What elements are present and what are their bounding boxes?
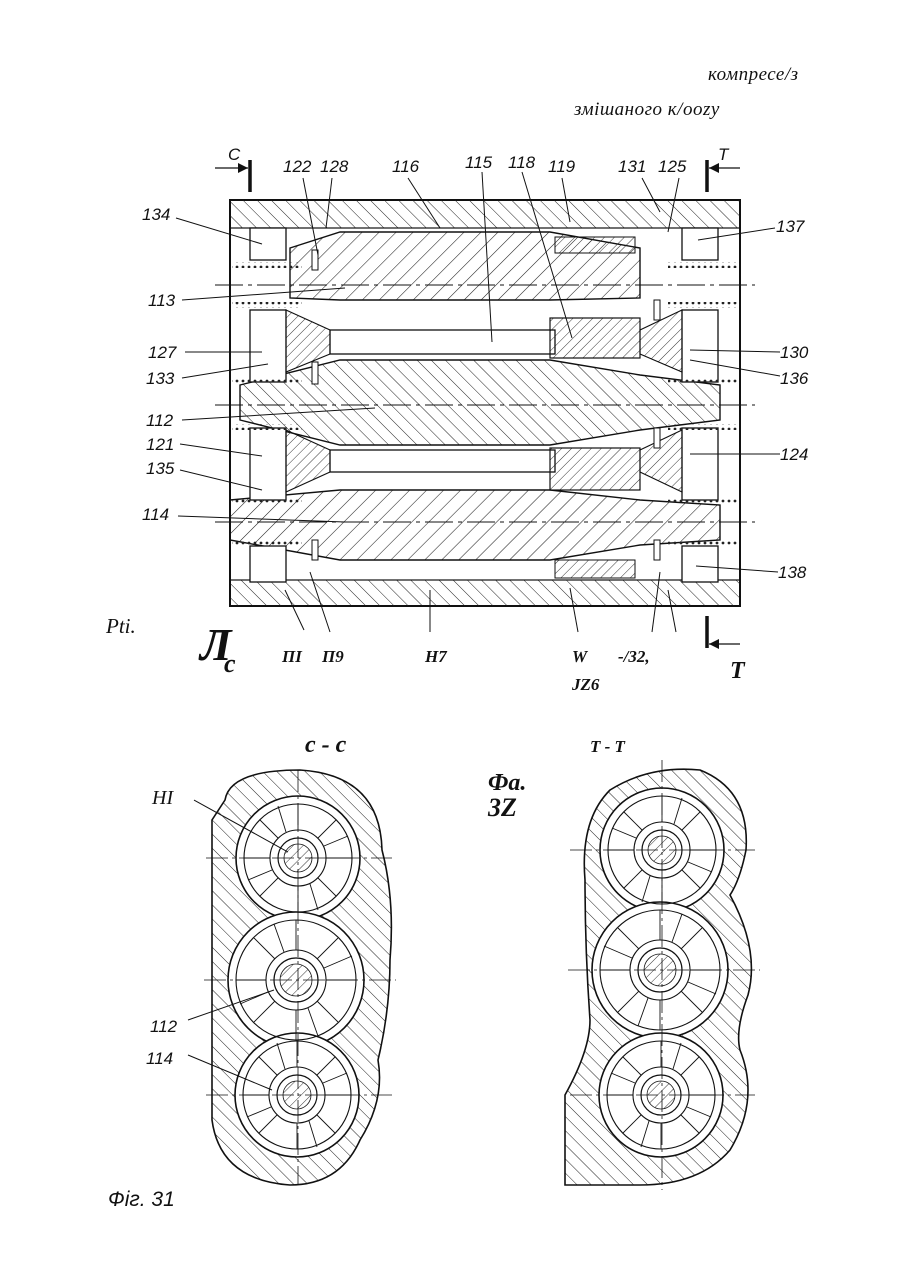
label-125: 125 (658, 157, 687, 176)
label-hi: HI (151, 787, 174, 809)
label-cc-114: 114 (146, 1049, 173, 1068)
section-mark-c-bottom: c (224, 649, 236, 678)
section-mark-t-bottom: T (730, 658, 746, 684)
label-124: 124 (780, 445, 808, 464)
label-136: 136 (780, 369, 809, 388)
label-130: 130 (780, 343, 809, 362)
label-119: 119 (548, 157, 576, 176)
figure-label-mid-2: 3Z (487, 793, 517, 822)
label-121: 121 (146, 435, 174, 454)
label-131: 131 (618, 157, 646, 176)
section-tt-title: T - T (590, 737, 626, 756)
section-mark-c-top: C (228, 145, 241, 164)
label-cc-112: 112 (150, 1017, 178, 1036)
label-113: 113 (148, 291, 176, 310)
section-cc-title: c - c (305, 732, 347, 758)
figure-label-bottom: Фiг. 31 (108, 1188, 175, 1211)
label-133: 133 (146, 369, 175, 388)
section-cc-drawing (188, 770, 396, 1185)
label-118: 118 (508, 153, 536, 172)
label-127: 127 (148, 343, 177, 362)
label-134: 134 (142, 205, 170, 224)
label-138: 138 (778, 563, 807, 582)
longitudinal-section (176, 160, 780, 649)
label-122: 122 (283, 157, 312, 176)
label-132: -/32, (618, 647, 650, 666)
section-tt-drawing (565, 760, 760, 1190)
label-137: 137 (776, 217, 805, 236)
label-p9: П9 (321, 647, 344, 666)
label-p1: ПІ (281, 647, 303, 666)
section-mark-t-top: T (718, 145, 730, 164)
label-112: 112 (146, 411, 174, 430)
label-jz6: JZ6 (571, 675, 600, 694)
label-115: 115 (465, 153, 493, 172)
label-w: W (572, 647, 589, 666)
label-128: 128 (320, 157, 349, 176)
label-116: 116 (392, 157, 420, 176)
figure-prefix: Pti. (105, 614, 136, 638)
label-135: 135 (146, 459, 175, 478)
label-114: 114 (142, 505, 169, 524)
label-h7: Н7 (424, 647, 448, 666)
